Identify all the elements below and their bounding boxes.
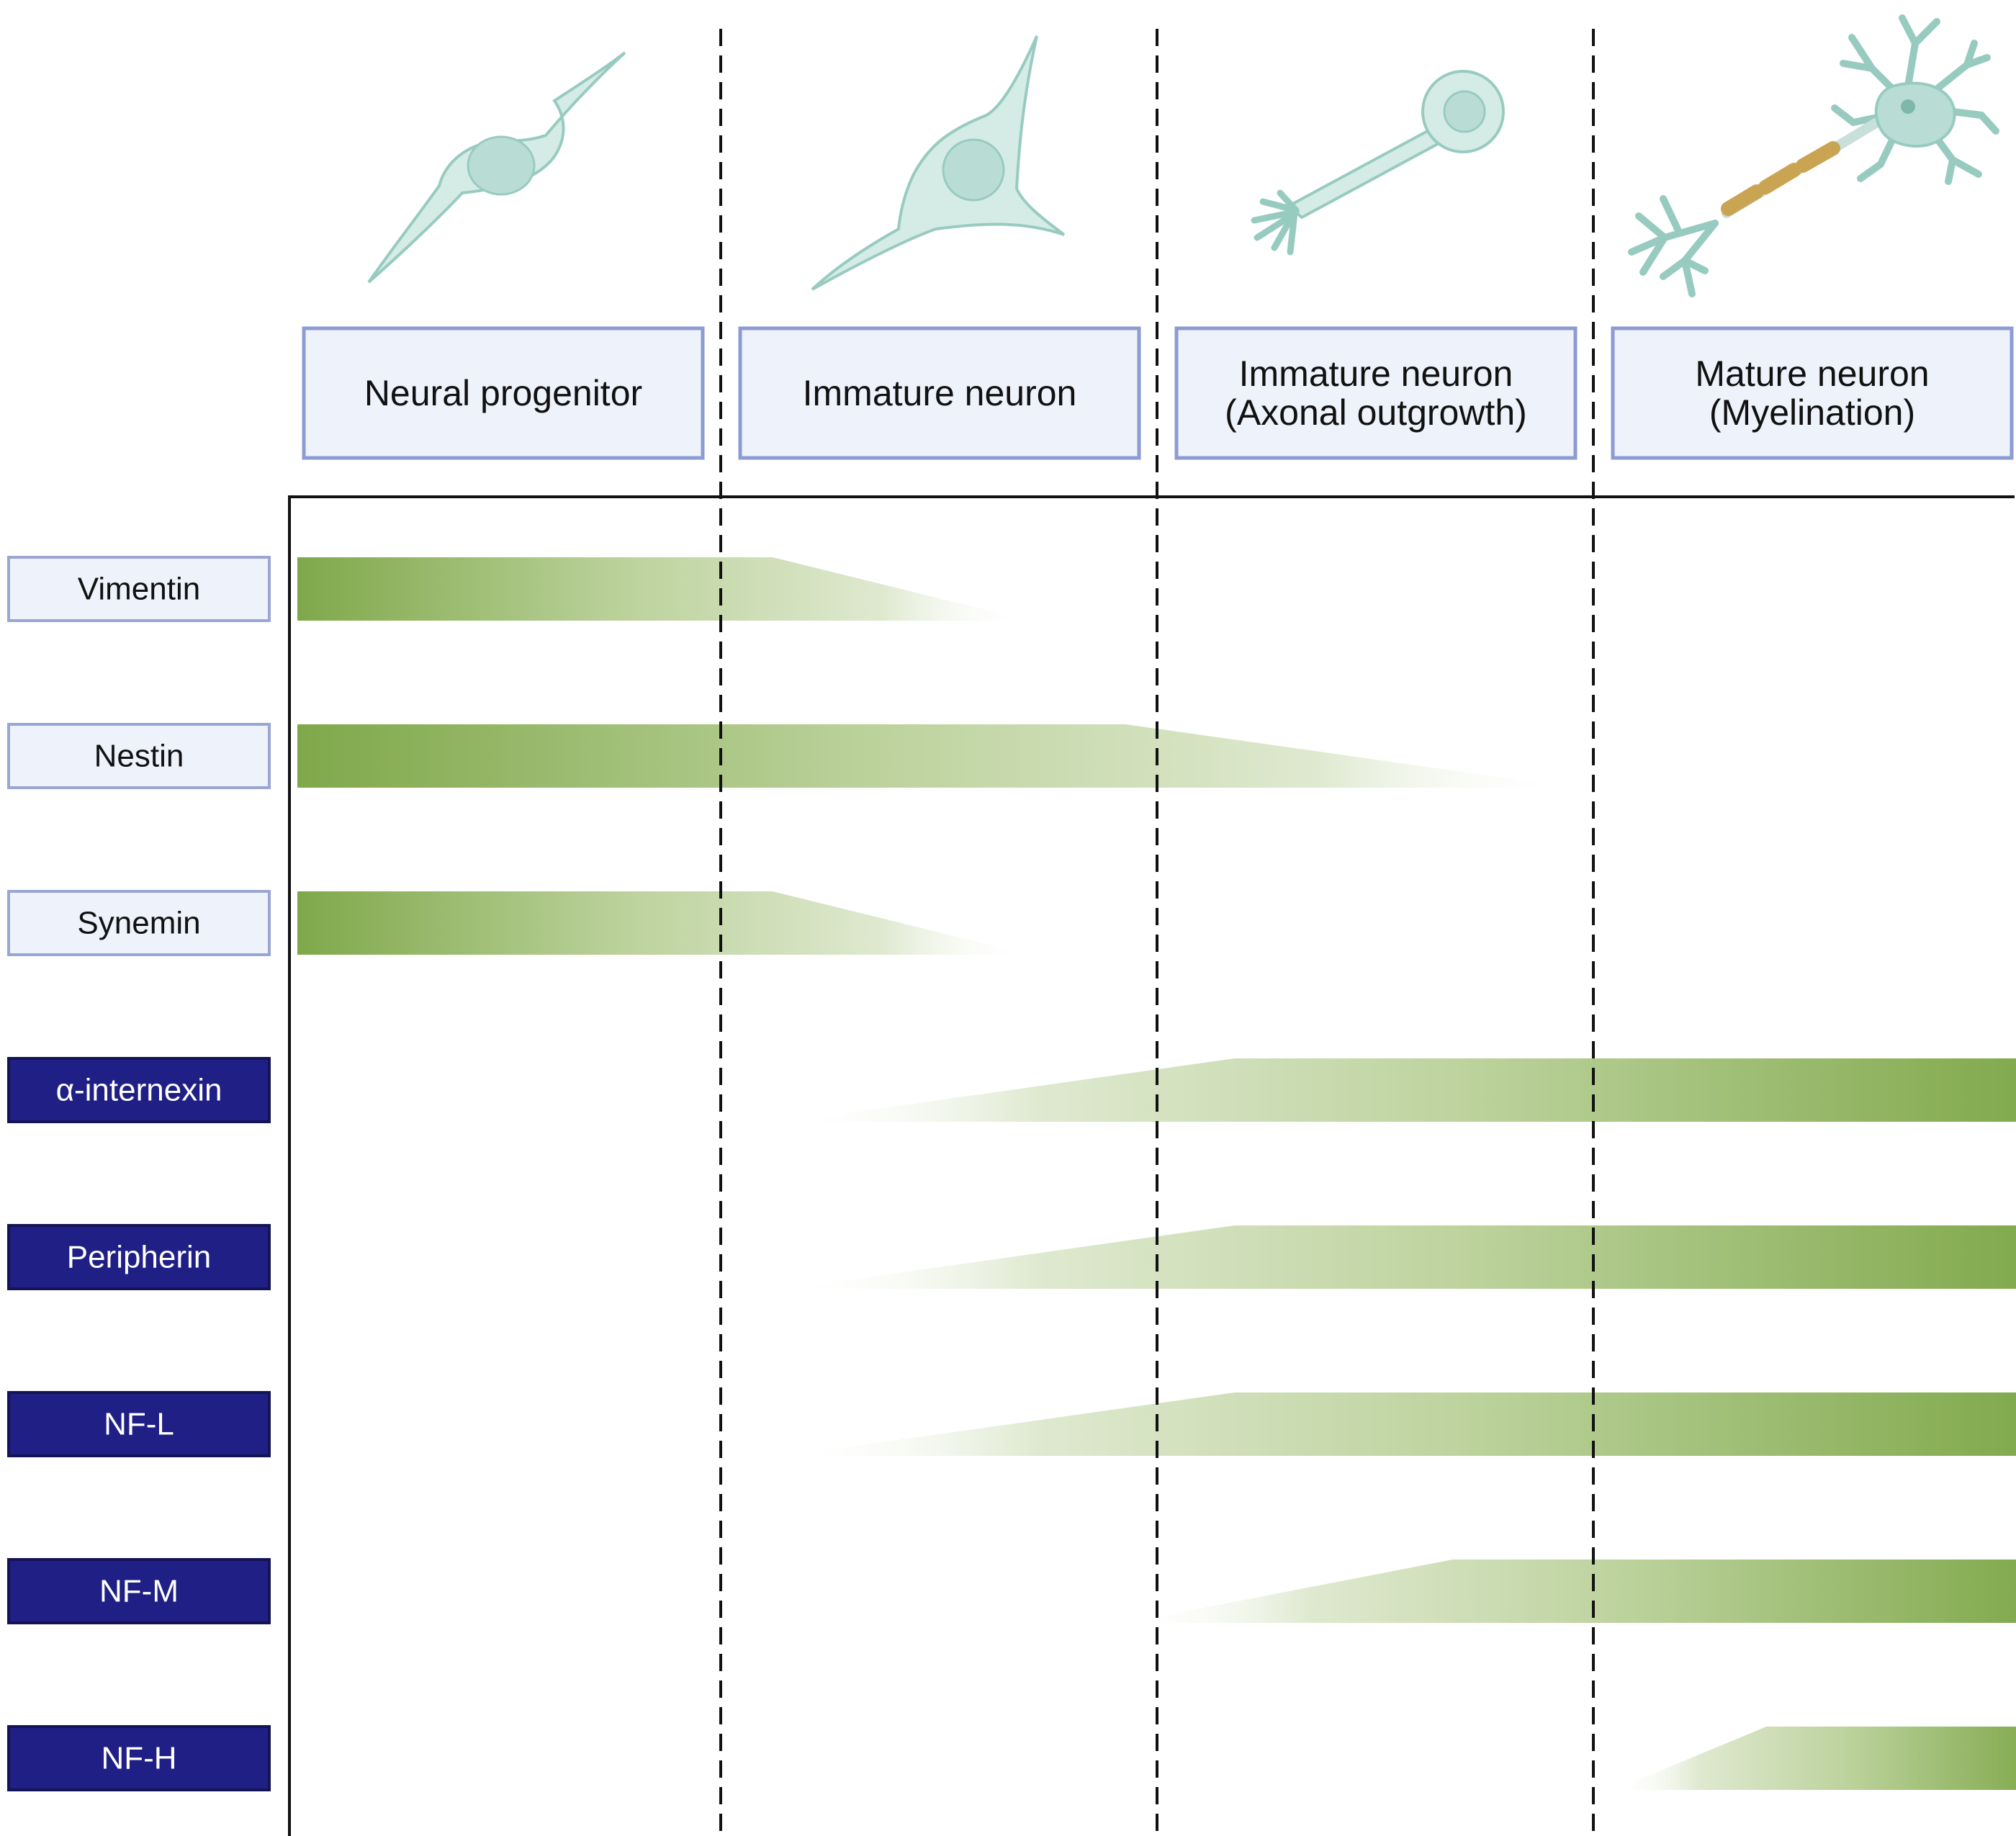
stage-label-3-line-1: Immature neuron: [1239, 354, 1513, 394]
marker-box-3: [7, 890, 271, 956]
expression-bar-vimentin: [297, 557, 1030, 621]
axonal-outgrowth-neuron-icon: [1251, 70, 1505, 256]
marker-box-7: [7, 1558, 271, 1624]
expression-bar-nf-l: [786, 1392, 2016, 1456]
marker-label-5: Peripherin: [67, 1240, 212, 1275]
stage-box-2: [738, 326, 1141, 460]
marker-label-1: Vimentin: [78, 572, 200, 607]
stage-box-1: [302, 326, 705, 460]
expression-bar-synemin: [297, 891, 1030, 955]
marker-box-8: [7, 1725, 271, 1791]
immature-neuron-icon: [811, 35, 1066, 291]
stage-label-4-line-1: Mature neuron: [1695, 354, 1929, 394]
expression-bar-nestin: [297, 724, 1575, 788]
marker-label-4: α-internexin: [56, 1073, 222, 1108]
marker-box-1: [7, 556, 271, 622]
neural-progenitor-icon: [367, 51, 626, 284]
expression-bar-peripherin: [786, 1225, 2016, 1289]
marker-label-2: Nestin: [94, 739, 184, 774]
marker-box-2: [7, 723, 271, 789]
expression-bar-nf-h: [1614, 1727, 2016, 1790]
stage-box-4: [1611, 326, 2014, 460]
marker-label-3: Synemin: [77, 906, 200, 941]
stage-box-3: [1174, 326, 1578, 460]
stage-dividers: [719, 29, 1595, 1836]
marker-box-6: [7, 1391, 271, 1457]
stage-label-4-line-2: (Myelination): [1709, 392, 1915, 433]
expression-bars: [297, 557, 2016, 1790]
marker-label-7: NF-M: [99, 1574, 179, 1609]
marker-label-6: NF-L: [104, 1407, 174, 1442]
marker-box-4: [7, 1057, 271, 1123]
expression-bar--internexin: [786, 1058, 2016, 1122]
stage-headers: Neural progenitor Immature neuron Immature…: [302, 326, 2014, 460]
stage-label-1-line-1: Neural progenitor: [364, 373, 642, 413]
marker-label-8: NF-H: [101, 1741, 176, 1776]
marker-box-5: [7, 1224, 271, 1290]
stage-label-2-line-1: Immature neuron: [803, 373, 1077, 413]
grid: [288, 495, 2015, 1836]
stage-label-3-line-2: (Axonal outgrowth): [1225, 392, 1527, 433]
mature-neuron-icon: [1628, 14, 1999, 297]
expression-bar-nf-m: [1125, 1560, 2016, 1623]
